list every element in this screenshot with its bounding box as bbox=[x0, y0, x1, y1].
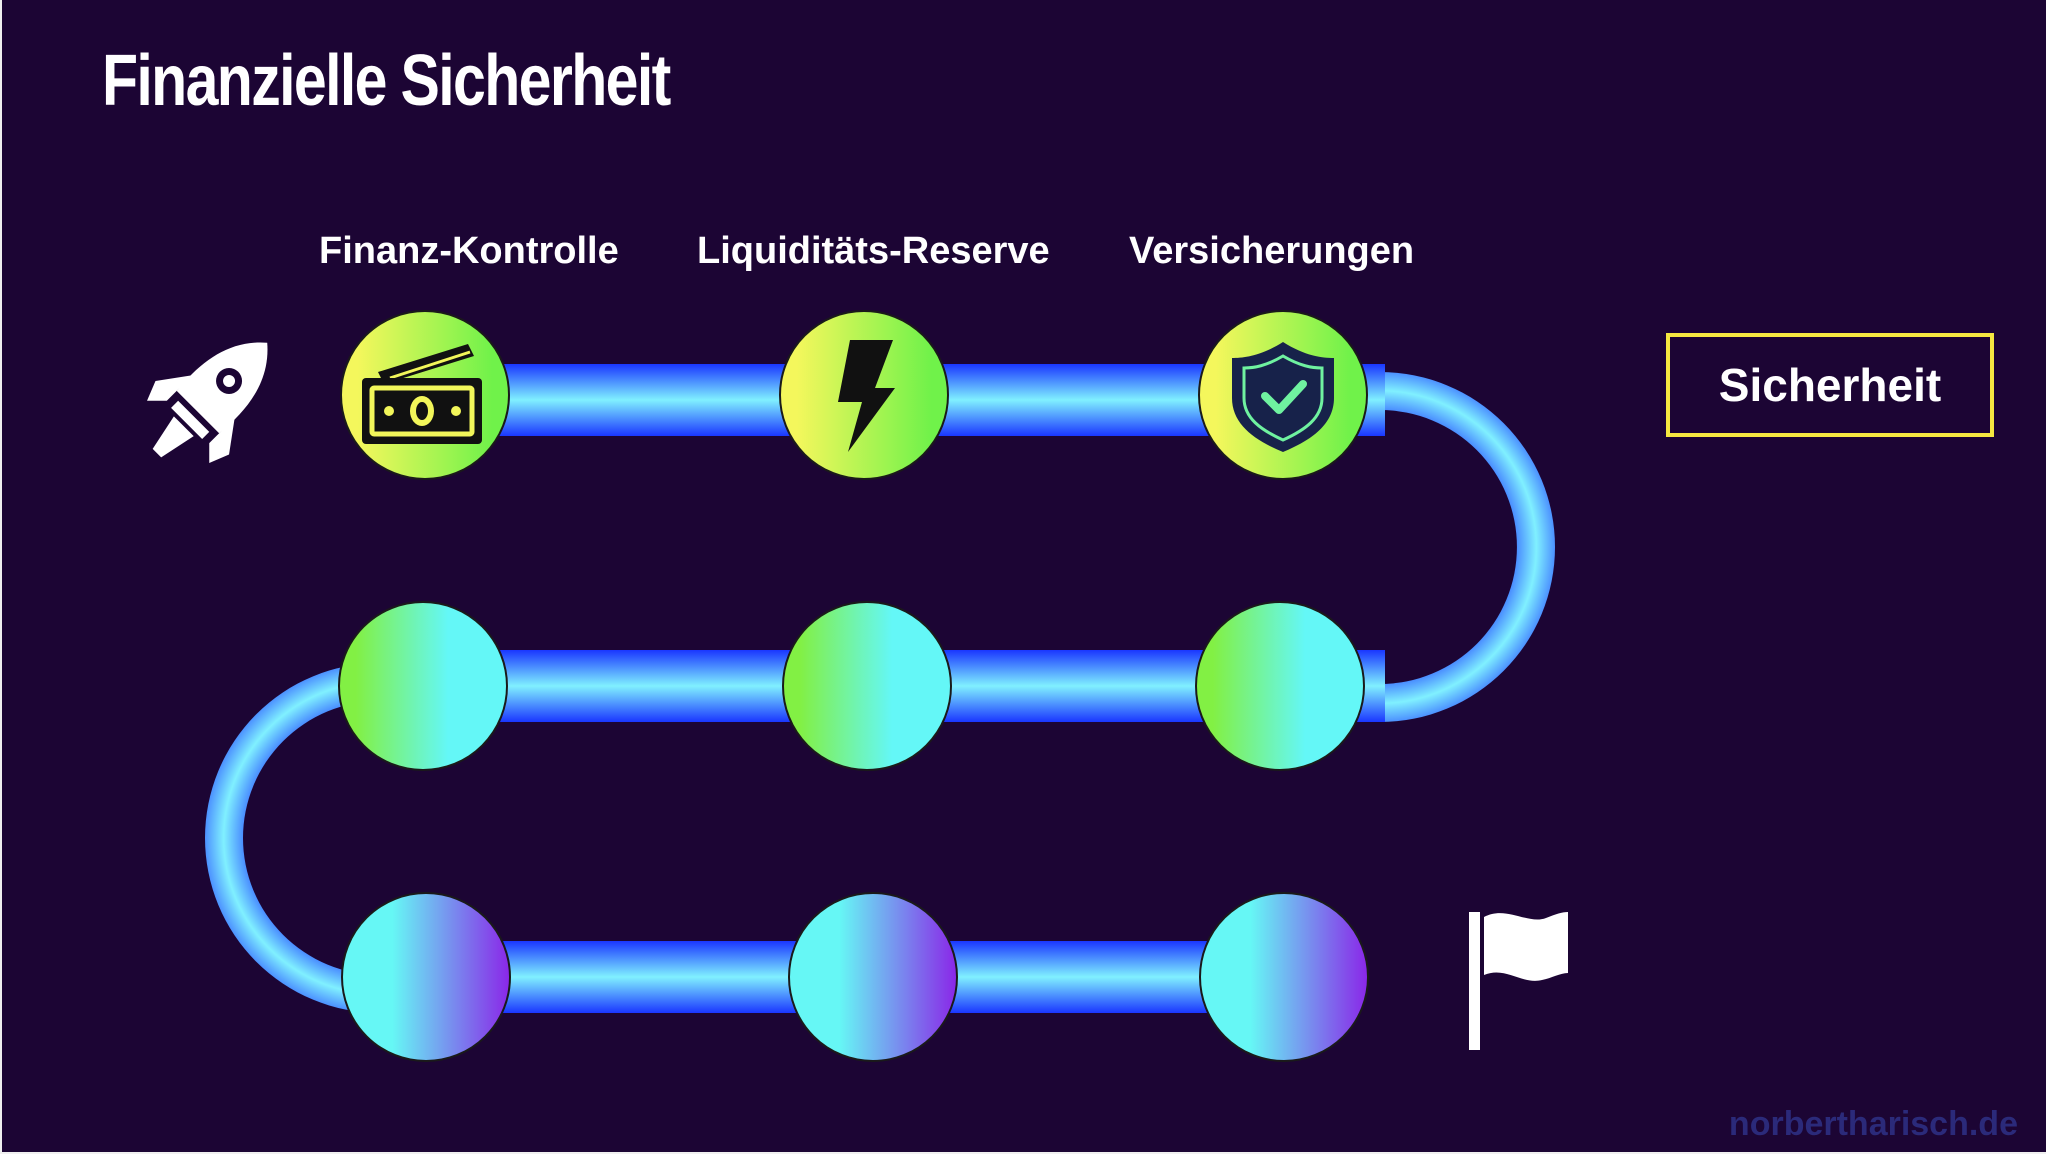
step-label-versicherungen: Versicherungen bbox=[1129, 230, 1415, 272]
page-title: Finanzielle Sicherheit bbox=[102, 41, 671, 121]
path-arc-right bbox=[1380, 372, 1555, 722]
node-finanz-kontrolle bbox=[340, 310, 510, 480]
node-row3-1 bbox=[341, 892, 511, 1062]
watermark: norbertharisch.de bbox=[1728, 1105, 2018, 1143]
shield-check-icon bbox=[1232, 342, 1334, 452]
rocket-icon bbox=[147, 342, 268, 463]
node-row3-2 bbox=[788, 892, 958, 1062]
path-arc-left bbox=[205, 663, 380, 1013]
node-liquiditaets-reserve bbox=[779, 310, 949, 480]
node-row2-3 bbox=[1195, 601, 1365, 771]
node-versicherungen bbox=[1198, 310, 1368, 480]
money-icon bbox=[362, 344, 482, 444]
flag-icon bbox=[1469, 912, 1568, 1050]
node-row2-2 bbox=[782, 601, 952, 771]
node-row3-3 bbox=[1199, 892, 1369, 1062]
goal-badge-sicherheit: Sicherheit bbox=[1666, 333, 1994, 437]
step-label-finanz-kontrolle: Finanz-Kontrolle bbox=[319, 230, 619, 272]
lightning-icon bbox=[838, 340, 895, 452]
node-row2-1 bbox=[338, 601, 508, 771]
step-label-liquiditaets-reserve: Liquiditäts-Reserve bbox=[697, 230, 1050, 272]
